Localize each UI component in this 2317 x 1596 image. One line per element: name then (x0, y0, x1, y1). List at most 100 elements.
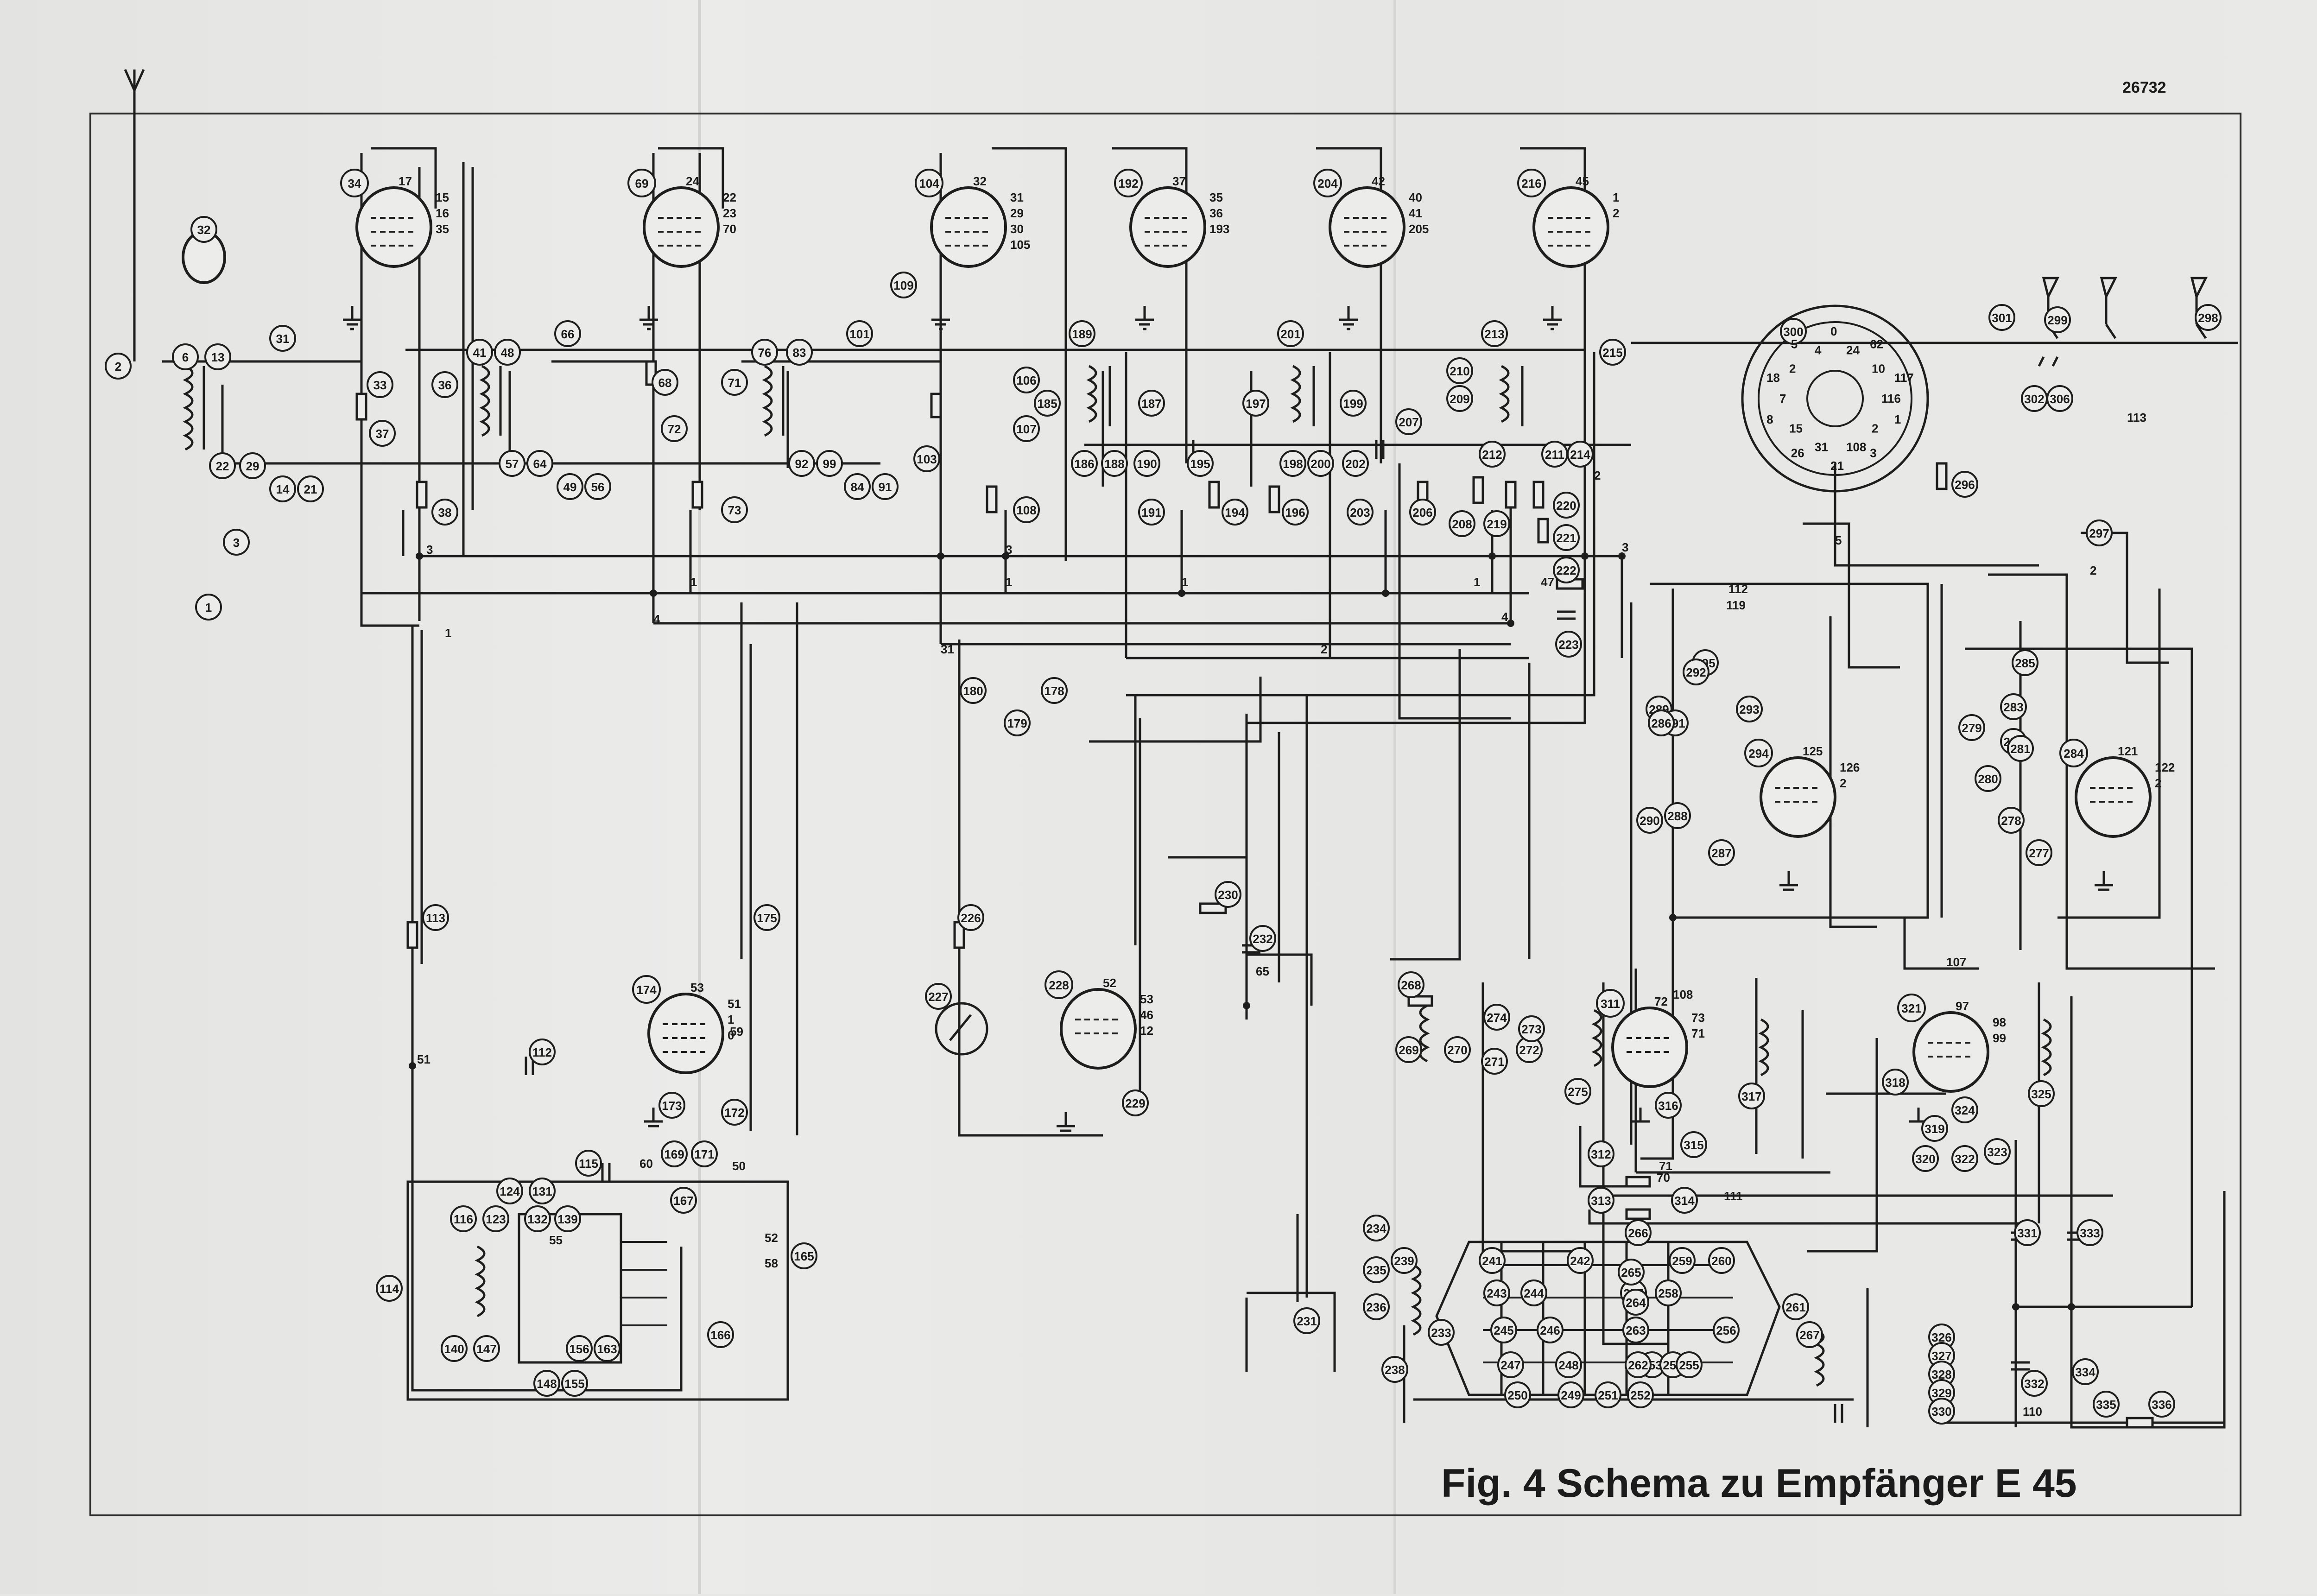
component-badge: 290 (1636, 807, 1663, 834)
svg-text:3: 3 (233, 536, 240, 550)
svg-text:241: 241 (1482, 1254, 1502, 1268)
svg-text:280: 280 (1978, 772, 1998, 786)
component-badge: 99 (816, 450, 843, 477)
svg-text:48: 48 (501, 346, 514, 360)
svg-text:227: 227 (928, 990, 948, 1004)
svg-text:216: 216 (1521, 177, 1541, 190)
component-badge: 231 (1293, 1307, 1320, 1334)
tube-pin-label: 41 (1409, 206, 1422, 220)
svg-text:299: 299 (2047, 313, 2067, 327)
svg-text:243: 243 (1487, 1286, 1507, 1300)
component-badge: 33 (367, 371, 393, 398)
svg-text:91: 91 (879, 480, 892, 494)
svg-text:261: 261 (1785, 1300, 1805, 1314)
tube-ref-badge: 228 (1045, 970, 1073, 999)
component-badge: 66 (554, 320, 581, 347)
svg-text:271: 271 (1484, 1055, 1504, 1069)
component-badge: 185 (1034, 390, 1061, 417)
component-badge: 336 (2148, 1391, 2175, 1418)
svg-text:250: 250 (1507, 1388, 1527, 1402)
wire-number: 2 (1321, 642, 1327, 656)
svg-text:234: 234 (1366, 1222, 1386, 1235)
wire-number: 2 (1594, 469, 1601, 482)
svg-text:281: 281 (2010, 742, 2030, 756)
tube-pin-label: 122 (2155, 760, 2175, 774)
svg-text:104: 104 (919, 177, 939, 190)
component-badge: 3 (223, 529, 250, 556)
component-badge: 13 (204, 343, 231, 370)
component-badge: 48 (494, 339, 521, 366)
svg-text:244: 244 (1524, 1286, 1544, 1300)
svg-text:190: 190 (1137, 457, 1157, 471)
svg-text:288: 288 (1667, 809, 1687, 823)
svg-text:332: 332 (2024, 1377, 2044, 1391)
component-badge: 250 (1504, 1381, 1531, 1408)
svg-text:41: 41 (473, 346, 487, 360)
component-badge: 245 (1490, 1317, 1517, 1343)
tube-ref-badge: 311 (1596, 989, 1625, 1018)
svg-text:293: 293 (1739, 703, 1759, 716)
svg-text:57: 57 (506, 457, 519, 471)
svg-text:189: 189 (1072, 327, 1092, 341)
tube-pin-label: 205 (1409, 222, 1429, 236)
svg-text:248: 248 (1558, 1358, 1578, 1372)
component-badge: 56 (584, 473, 611, 500)
component-badge: 313 (1588, 1187, 1614, 1214)
svg-text:302: 302 (2024, 392, 2044, 406)
svg-text:286: 286 (1651, 716, 1671, 730)
component-badge: 186 (1071, 450, 1098, 477)
component-badge: 260 (1708, 1247, 1735, 1274)
svg-text:147: 147 (476, 1342, 496, 1356)
tube-pin-label: 71 (1691, 1026, 1705, 1040)
svg-text:272: 272 (1519, 1043, 1539, 1057)
component-badge: 114 (376, 1275, 403, 1302)
svg-text:258: 258 (1658, 1286, 1678, 1300)
component-badge: 123 (482, 1205, 509, 1232)
svg-text:84: 84 (851, 480, 864, 494)
svg-text:34: 34 (348, 177, 361, 190)
component-badge: 179 (1004, 709, 1031, 736)
component-badge: 148 (533, 1370, 560, 1397)
svg-text:255: 255 (1679, 1358, 1699, 1372)
component-badge: 234 (1363, 1215, 1390, 1241)
svg-text:238: 238 (1385, 1363, 1405, 1377)
svg-text:37: 37 (376, 427, 389, 441)
component-badge: 175 (753, 904, 780, 931)
component-badge: 230 (1215, 881, 1241, 908)
component-badge: 293 (1736, 696, 1763, 722)
svg-text:212: 212 (1482, 448, 1502, 462)
svg-text:68: 68 (658, 376, 672, 390)
svg-text:298: 298 (2198, 311, 2218, 325)
component-badge: 189 (1069, 320, 1095, 347)
component-badge: 235 (1363, 1256, 1390, 1283)
svg-text:315: 315 (1684, 1138, 1703, 1152)
component-badge: 315 (1680, 1131, 1707, 1158)
svg-text:229: 229 (1125, 1096, 1145, 1110)
svg-text:56: 56 (591, 480, 605, 494)
component-badge: 236 (1363, 1293, 1390, 1320)
svg-text:231: 231 (1297, 1314, 1317, 1328)
component-badge: 259 (1669, 1247, 1696, 1274)
wire-number: 3 (426, 543, 433, 557)
component-badge: 202 (1342, 450, 1369, 477)
component-badge: 171 (691, 1140, 718, 1167)
svg-text:246: 246 (1540, 1324, 1560, 1337)
svg-text:260: 260 (1711, 1254, 1731, 1268)
component-badge: 252 (1627, 1381, 1654, 1408)
component-badge: 229 (1122, 1089, 1149, 1116)
svg-text:333: 333 (2080, 1226, 2100, 1240)
tube-pin-label: 22 (723, 190, 736, 204)
component-badge: 220 (1553, 492, 1580, 519)
component-badge: 299 (2044, 306, 2071, 333)
svg-text:274: 274 (1487, 1011, 1507, 1025)
component-badge: 280 (1975, 765, 2001, 792)
tube-ref-badge: 204 (1313, 169, 1342, 197)
tube-pin-label: 35 (436, 222, 449, 236)
component-badge: 166 (707, 1321, 734, 1348)
wire-number: 71 (1659, 1159, 1672, 1173)
rotary-selector (1741, 304, 1929, 493)
svg-text:221: 221 (1556, 531, 1576, 545)
tube-ref-badge: 284 (2059, 739, 2088, 767)
component-badge: 64 (526, 450, 553, 477)
